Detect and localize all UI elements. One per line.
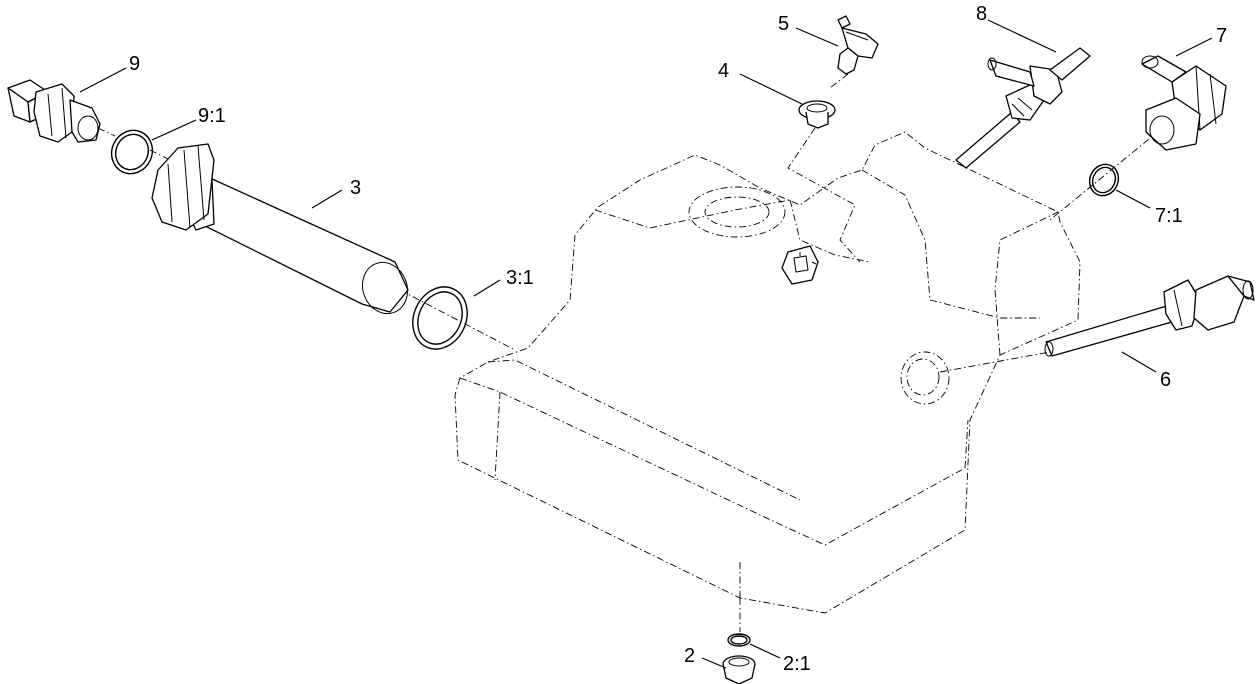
callout-9-1: 9:1 [198, 105, 226, 127]
callout-2-1: 2:1 [783, 653, 811, 675]
callout-labels: 9 9:1 3 3:1 5 4 8 7 7:1 6 2 2:1 [129, 3, 1227, 675]
part-7-elbow-fitting [1141, 55, 1227, 151]
part-7-1-o-ring [1088, 163, 1120, 197]
part-6-tube-fitting [1044, 275, 1255, 357]
part-5-elbow-fitting [837, 15, 879, 75]
callout-7-1: 7:1 [1155, 205, 1183, 227]
tank-phantom-outline [454, 131, 1081, 614]
callout-6: 6 [1160, 369, 1171, 391]
callout-3-1: 3:1 [506, 267, 534, 289]
callout-7: 7 [1216, 25, 1227, 47]
part-2-drain-plug [722, 655, 756, 684]
assembly-center-lines [84, 73, 1161, 632]
part-9-1-o-ring [110, 129, 154, 175]
callout-9: 9 [129, 53, 140, 75]
part-3-strainer [151, 143, 409, 315]
callout-5: 5 [778, 13, 789, 35]
callout-2: 2 [684, 645, 695, 667]
part-9-hose-fitting [7, 79, 101, 143]
callout-8: 8 [976, 3, 987, 25]
part-3-1-o-ring [412, 286, 468, 350]
callout-4: 4 [718, 60, 729, 82]
callout-3: 3 [350, 177, 361, 199]
part-4-grommet [798, 100, 836, 129]
part-2-1-o-ring [727, 633, 751, 647]
part-8-tee-fitting [955, 47, 1091, 169]
leader-lines [79, 19, 1213, 669]
